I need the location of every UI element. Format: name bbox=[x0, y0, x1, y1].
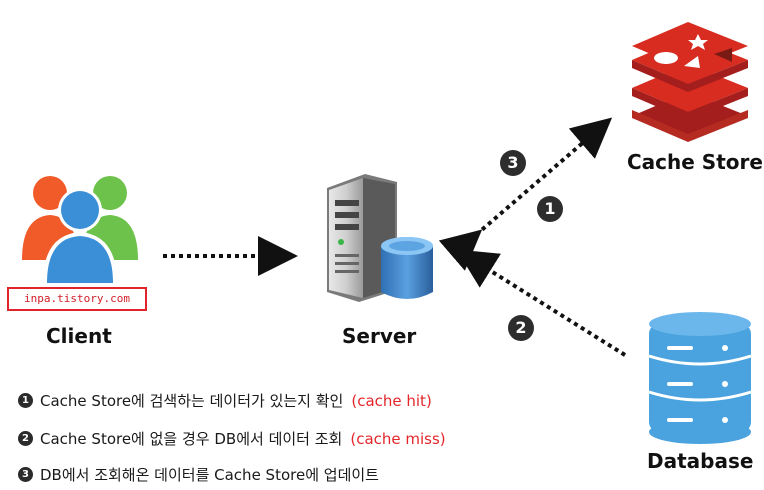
legend-row-3: 3 DB에서 조회해온 데이터를 Cache Store에 업데이트 bbox=[18, 464, 379, 485]
server-label: Server bbox=[342, 324, 417, 348]
watermark-label: inpa.tistory.com bbox=[7, 287, 147, 311]
step-2-badge: 2 bbox=[508, 315, 534, 341]
client-label: Client bbox=[46, 324, 112, 348]
database-to-server-arrow bbox=[456, 249, 627, 357]
legend-number-1: 1 bbox=[18, 393, 33, 408]
users-icon bbox=[22, 176, 138, 283]
database-icon bbox=[648, 312, 752, 444]
step-3-badge: 3 bbox=[500, 150, 526, 176]
legend-condition-2: (cache miss) bbox=[350, 429, 446, 448]
redis-icon bbox=[632, 22, 748, 142]
legend-number-3: 3 bbox=[18, 467, 33, 482]
server-cache-arrow bbox=[438, 117, 613, 271]
database-label: Database bbox=[647, 449, 754, 473]
legend-number-2: 2 bbox=[18, 431, 33, 446]
cache-store-label: Cache Store bbox=[627, 150, 763, 174]
legend-row-1: 1 Cache Store에 검색하는 데이터가 있는지 확인 (cache h… bbox=[18, 390, 432, 411]
legend-text-2: Cache Store에 없을 경우 DB에서 데이터 조회 bbox=[40, 430, 343, 448]
step-1-badge: 1 bbox=[537, 196, 563, 222]
server-icon bbox=[327, 174, 433, 302]
legend-text-3: DB에서 조회해온 데이터를 Cache Store에 업데이트 bbox=[40, 466, 379, 484]
legend-condition-1: (cache hit) bbox=[351, 391, 432, 410]
legend-text-1: Cache Store에 검색하는 데이터가 있는지 확인 bbox=[40, 392, 344, 410]
legend-row-2: 2 Cache Store에 없을 경우 DB에서 데이터 조회 (cache … bbox=[18, 428, 446, 449]
